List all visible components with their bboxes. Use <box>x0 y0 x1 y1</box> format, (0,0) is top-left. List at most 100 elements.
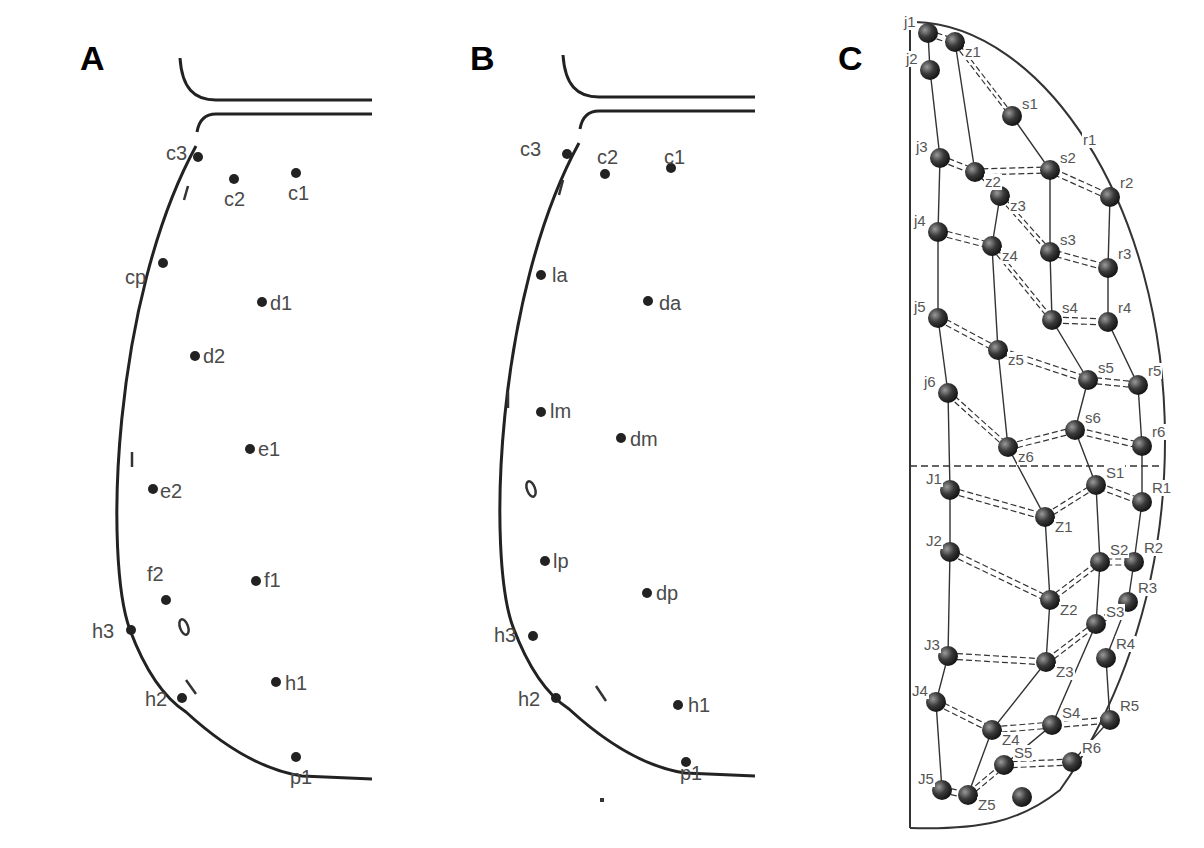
seta-label: z4 <box>1001 248 1019 264</box>
seta-dot <box>920 60 940 80</box>
panel-a-outline <box>117 58 372 779</box>
seta-label: d1 <box>270 292 292 314</box>
seta-label: R1 <box>1151 480 1172 496</box>
seta-label: c2 <box>597 146 618 168</box>
seta-label: s3 <box>1059 232 1077 248</box>
seta-label: S3 <box>1105 604 1125 620</box>
seta-label: J1 <box>925 471 943 487</box>
transverse-line <box>1000 193 1108 265</box>
seta-label: f1 <box>264 569 281 591</box>
seta-dot <box>271 677 281 687</box>
seta-dot <box>158 258 168 268</box>
longitudinal-line <box>1072 197 1142 762</box>
seta-label: z3 <box>1009 198 1027 214</box>
panel-b-outline <box>500 55 755 776</box>
seta-dot <box>193 152 203 162</box>
seta-label: Z1 <box>1054 519 1074 535</box>
seta-dot <box>994 755 1014 775</box>
longitudinal-line <box>1004 116 1100 765</box>
seta-dot <box>245 444 255 454</box>
seta-dot <box>938 383 958 403</box>
seta-dot <box>982 236 1002 256</box>
seta-dot <box>551 693 561 703</box>
seta-dot <box>1040 160 1060 180</box>
seta-dot <box>540 556 550 566</box>
panel-letter: A <box>80 40 105 77</box>
seta-label: z2 <box>984 174 1002 190</box>
seta-label: s4 <box>1061 300 1079 316</box>
seta-dot <box>536 407 546 417</box>
seta-label: z1 <box>964 44 982 60</box>
seta-label: S4 <box>1061 705 1081 721</box>
seta-dot <box>1086 614 1106 634</box>
seta-label: lm <box>550 400 571 422</box>
seta-label: Z5 <box>977 797 997 813</box>
seta-dot <box>1002 106 1022 126</box>
seta-label: R4 <box>1115 636 1136 652</box>
transverse-line <box>936 699 1110 727</box>
longitudinal-line <box>928 33 950 790</box>
seta-label: d2 <box>203 345 225 367</box>
seta-label: R2 <box>1143 540 1164 556</box>
seta-dot <box>998 437 1018 457</box>
seta-label: h3 <box>92 620 114 642</box>
seta-label: r4 <box>1117 300 1132 316</box>
seta-dot <box>126 625 136 635</box>
seta-dot <box>988 340 1008 360</box>
transverse-line <box>948 390 1142 444</box>
seta-label: J4 <box>911 683 929 699</box>
seta-label: la <box>552 264 568 286</box>
setae-dots <box>126 23 1152 807</box>
seta-dot <box>945 32 965 52</box>
seta-label: r5 <box>1147 363 1162 379</box>
speck <box>600 798 604 802</box>
seta-dot <box>930 148 950 168</box>
seta-dot <box>1040 590 1060 610</box>
longitudinal-line <box>955 42 1050 795</box>
seta-label: R6 <box>1081 740 1102 756</box>
seta-label: h1 <box>285 672 307 694</box>
seta-dot <box>229 174 239 184</box>
seta-dot <box>1090 552 1110 572</box>
seta-dot <box>1098 258 1118 278</box>
seta-dot <box>291 168 301 178</box>
seta-label: r6 <box>1151 424 1166 440</box>
transverse-line <box>938 235 1108 325</box>
seta-label: c3 <box>520 138 541 160</box>
transverse-line <box>948 396 1142 450</box>
seta-dot <box>928 222 948 242</box>
seta-dot <box>1042 310 1062 330</box>
seta-label: S5 <box>1013 745 1033 761</box>
seta-dot <box>1062 752 1082 772</box>
seta-label: r3 <box>1117 246 1132 262</box>
seta-dot <box>642 588 652 598</box>
seta-dot <box>562 149 572 159</box>
seta-dot <box>1098 312 1118 332</box>
seta-label: j5 <box>913 299 927 315</box>
transverse-line <box>1000 199 1108 271</box>
seta-dot <box>958 785 978 805</box>
seta-label: c3 <box>166 142 187 164</box>
seta-dot <box>291 752 301 762</box>
panel-letter: B <box>470 40 495 77</box>
seta-dot <box>1100 187 1120 207</box>
seta-label: h2 <box>518 688 540 710</box>
transverse-line <box>928 30 1012 113</box>
seta-label: cp <box>125 266 146 288</box>
seta-dot <box>600 169 610 179</box>
seta-dot <box>1042 715 1062 735</box>
seta-label: z5 <box>1007 352 1025 368</box>
seta-label: j4 <box>913 213 927 229</box>
seta-label: j6 <box>923 374 937 390</box>
seta-label: z6 <box>1017 449 1035 465</box>
seta-label: r2 <box>1119 175 1134 191</box>
seta-dot <box>918 23 938 43</box>
seta-dot <box>251 576 261 586</box>
seta-label: s2 <box>1059 150 1077 166</box>
seta-dot <box>161 595 171 605</box>
seta-label: c1 <box>664 146 685 168</box>
seta-label: p1 <box>680 762 702 784</box>
seta-dot <box>1086 475 1106 495</box>
